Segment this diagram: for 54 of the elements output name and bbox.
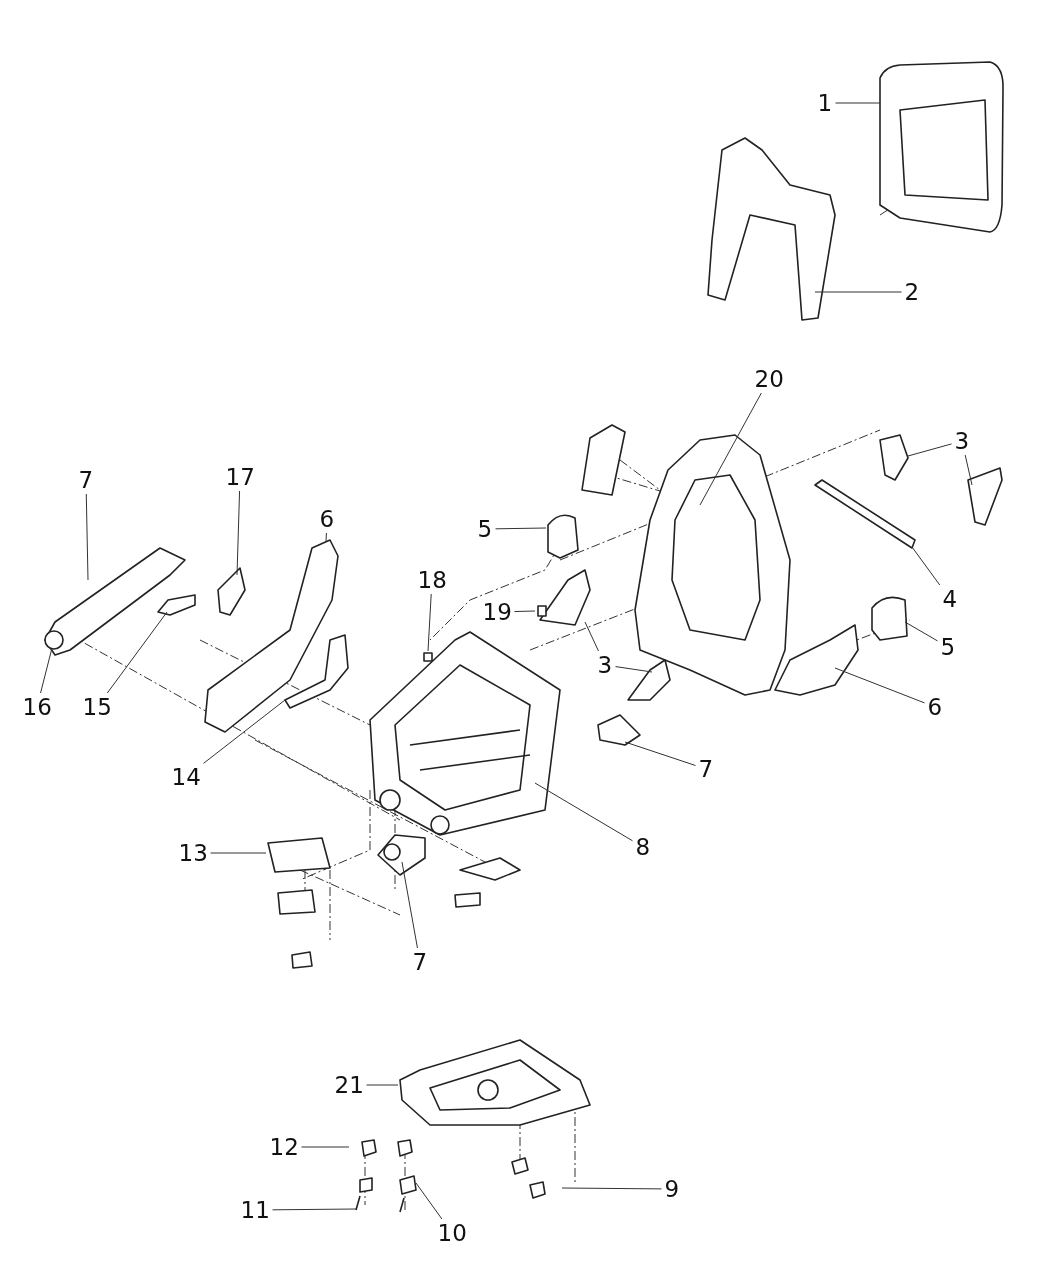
leader-line [907, 443, 952, 457]
callout-number: 3 [596, 652, 614, 678]
leader-line [427, 593, 432, 652]
leader-line [834, 667, 925, 704]
leader-line [366, 1084, 399, 1086]
leader-line [106, 611, 168, 694]
callout-number: 7 [697, 756, 715, 782]
callout-number: 20 [753, 366, 785, 392]
callout-number: 16 [21, 694, 53, 720]
leader-line [301, 1146, 350, 1148]
callout-number: 3 [953, 428, 971, 454]
leader-line [210, 852, 267, 854]
leader-line [584, 621, 599, 652]
callout-number: 18 [416, 567, 448, 593]
leader-line [561, 1187, 662, 1190]
callout-number: 13 [177, 840, 209, 866]
callout-number: 6 [318, 506, 336, 532]
leader-line [964, 454, 973, 486]
leader-line [495, 527, 547, 530]
callout-number: 5 [939, 634, 957, 660]
callout-number: 5 [476, 516, 494, 542]
leader-line [401, 861, 418, 949]
callout-number: 4 [941, 586, 959, 612]
leader-line [904, 621, 938, 642]
leader-line [814, 291, 902, 293]
leader-line [85, 493, 89, 581]
leader-line [40, 647, 53, 694]
callout-number: 17 [224, 464, 256, 490]
leader-line [203, 699, 286, 764]
leader-line [514, 610, 536, 613]
leader-line [615, 666, 653, 673]
leader-line [699, 392, 762, 506]
callout-number: 7 [77, 467, 95, 493]
leader-line [534, 782, 633, 842]
callout-number: 15 [81, 694, 113, 720]
callout-number: 8 [634, 834, 652, 860]
leader-line [272, 1208, 357, 1211]
leader-line [325, 532, 327, 543]
leader-line [911, 546, 941, 586]
callout-number: 14 [170, 764, 202, 790]
callout-number: 11 [239, 1197, 271, 1223]
callout-number: 21 [333, 1072, 365, 1098]
callout-number: 6 [926, 694, 944, 720]
leader-line [624, 741, 696, 766]
callout-number: 1 [816, 90, 834, 116]
callout-number: 12 [268, 1134, 300, 1160]
leader-line [415, 1182, 443, 1220]
callout-number: 19 [481, 599, 513, 625]
callout-number: 10 [436, 1220, 468, 1246]
leader-line [835, 102, 881, 104]
leader-line [236, 490, 241, 576]
callout-number: 9 [663, 1176, 681, 1202]
callout-number: 2 [903, 279, 921, 305]
callout-number: 7 [411, 949, 429, 975]
